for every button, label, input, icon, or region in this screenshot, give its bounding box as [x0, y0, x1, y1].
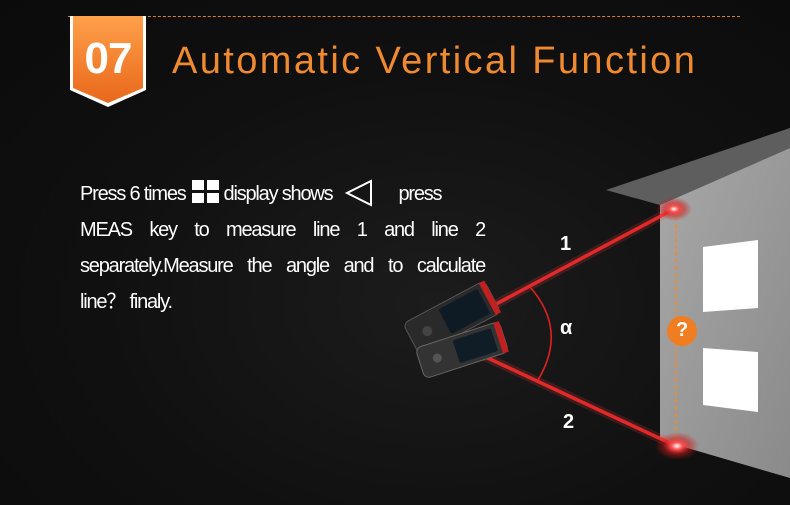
description-line-2: MEAS key to measure line 1 and line 2 [80, 219, 486, 241]
building-roof [606, 128, 790, 205]
laser-line-2-glow [473, 347, 678, 451]
laser-dot-bottom [655, 432, 699, 460]
angle-label: α [560, 317, 573, 339]
line-1-label: 1 [560, 233, 572, 255]
description-line-3: separately.Measure the angle and to calc… [80, 255, 486, 277]
building-wall [660, 148, 790, 478]
laser-line-1-glow [467, 205, 677, 322]
building-window-upper [703, 240, 758, 312]
angle-arc [529, 286, 553, 381]
description-text: display shows [223, 183, 334, 205]
laser-line-2 [474, 350, 677, 448]
description-text: press [398, 183, 442, 205]
laser-dot-top [656, 197, 692, 221]
header-divider [68, 16, 740, 17]
unknown-label: ? [676, 319, 689, 341]
building-window-lower [703, 348, 758, 412]
description-line-4: line？ finaly. [80, 291, 173, 313]
line-2-label: 2 [563, 411, 575, 433]
unknown-marker [667, 316, 697, 346]
triangle-left-icon [344, 179, 374, 207]
section-badge: 07 [68, 16, 148, 108]
section-number: 07 [84, 34, 133, 83]
laser-meter-device-1 [404, 280, 502, 354]
laser-line-1 [469, 207, 675, 320]
description-line-1: Press 6 times display shows press [80, 176, 485, 212]
description: Press 6 times display shows press MEAS key… [80, 176, 486, 320]
description-text: Press 6 times [80, 183, 187, 205]
grid-icon [191, 180, 220, 204]
laser-meter-device-2 [416, 321, 509, 378]
badge-shape [70, 16, 146, 107]
section-title: Automatic Vertical Function [172, 40, 698, 82]
